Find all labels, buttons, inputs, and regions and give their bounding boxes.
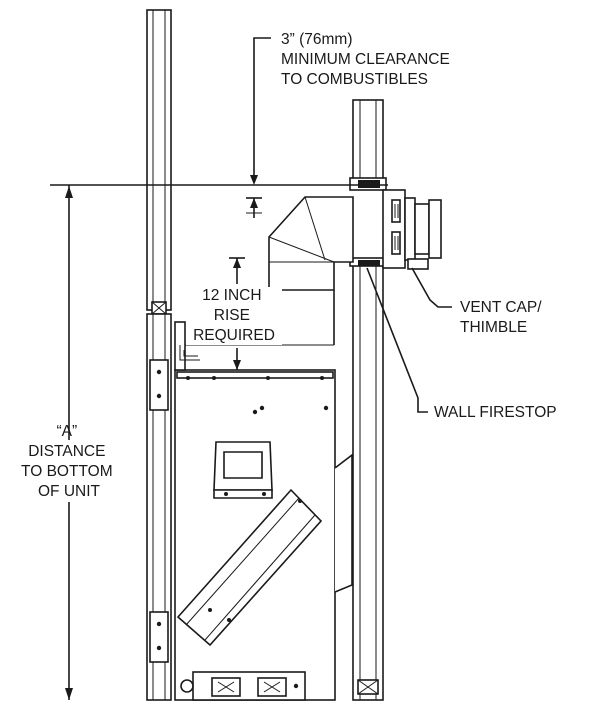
distance-line-1: “A” <box>57 423 78 440</box>
right-wall <box>352 261 384 701</box>
left-wall-frame <box>146 313 172 701</box>
distance-a-dimension <box>65 185 73 700</box>
clearance-dimension <box>246 37 271 218</box>
appliance-unit <box>174 321 353 701</box>
clearance-label: 3” (76mm) MINIMUM CLEARANCE TO COMBUSTIB… <box>281 31 454 88</box>
distance-line-2: DISTANCE <box>28 443 105 460</box>
vent-cap-leader <box>411 267 452 308</box>
clearance-line-3: TO COMBUSTIBLES <box>281 71 428 88</box>
clearance-line-1: 3” (76mm) <box>281 31 352 48</box>
vent-cap-thimble <box>382 189 442 270</box>
left-stud <box>146 9 172 315</box>
wall-firestop-label: WALL FIRESTOP <box>434 404 557 421</box>
right-upper-stud <box>352 99 384 181</box>
vent-cap-label: VENT CAP/ THIMBLE <box>460 299 546 336</box>
rise-label: 12 INCH RISE REQUIRED <box>193 287 275 344</box>
clearance-line-2: MINIMUM CLEARANCE <box>281 51 450 68</box>
vent-cap-line-2: THIMBLE <box>460 319 527 336</box>
rise-line-2: RISE <box>214 307 250 324</box>
distance-a-label: “A” DISTANCE TO BOTTOM OF UNIT <box>21 423 117 500</box>
burner-tube <box>176 488 323 647</box>
distance-line-3: TO BOTTOM <box>21 463 113 480</box>
control-box <box>213 441 273 499</box>
firestop-leader <box>366 267 428 413</box>
vent-cap-line-1: VENT CAP/ <box>460 299 542 316</box>
distance-line-4: OF UNIT <box>38 483 101 500</box>
wall-firestop <box>349 177 387 267</box>
rise-line-3: REQUIRED <box>193 327 275 344</box>
rise-line-1: 12 INCH <box>202 287 261 304</box>
